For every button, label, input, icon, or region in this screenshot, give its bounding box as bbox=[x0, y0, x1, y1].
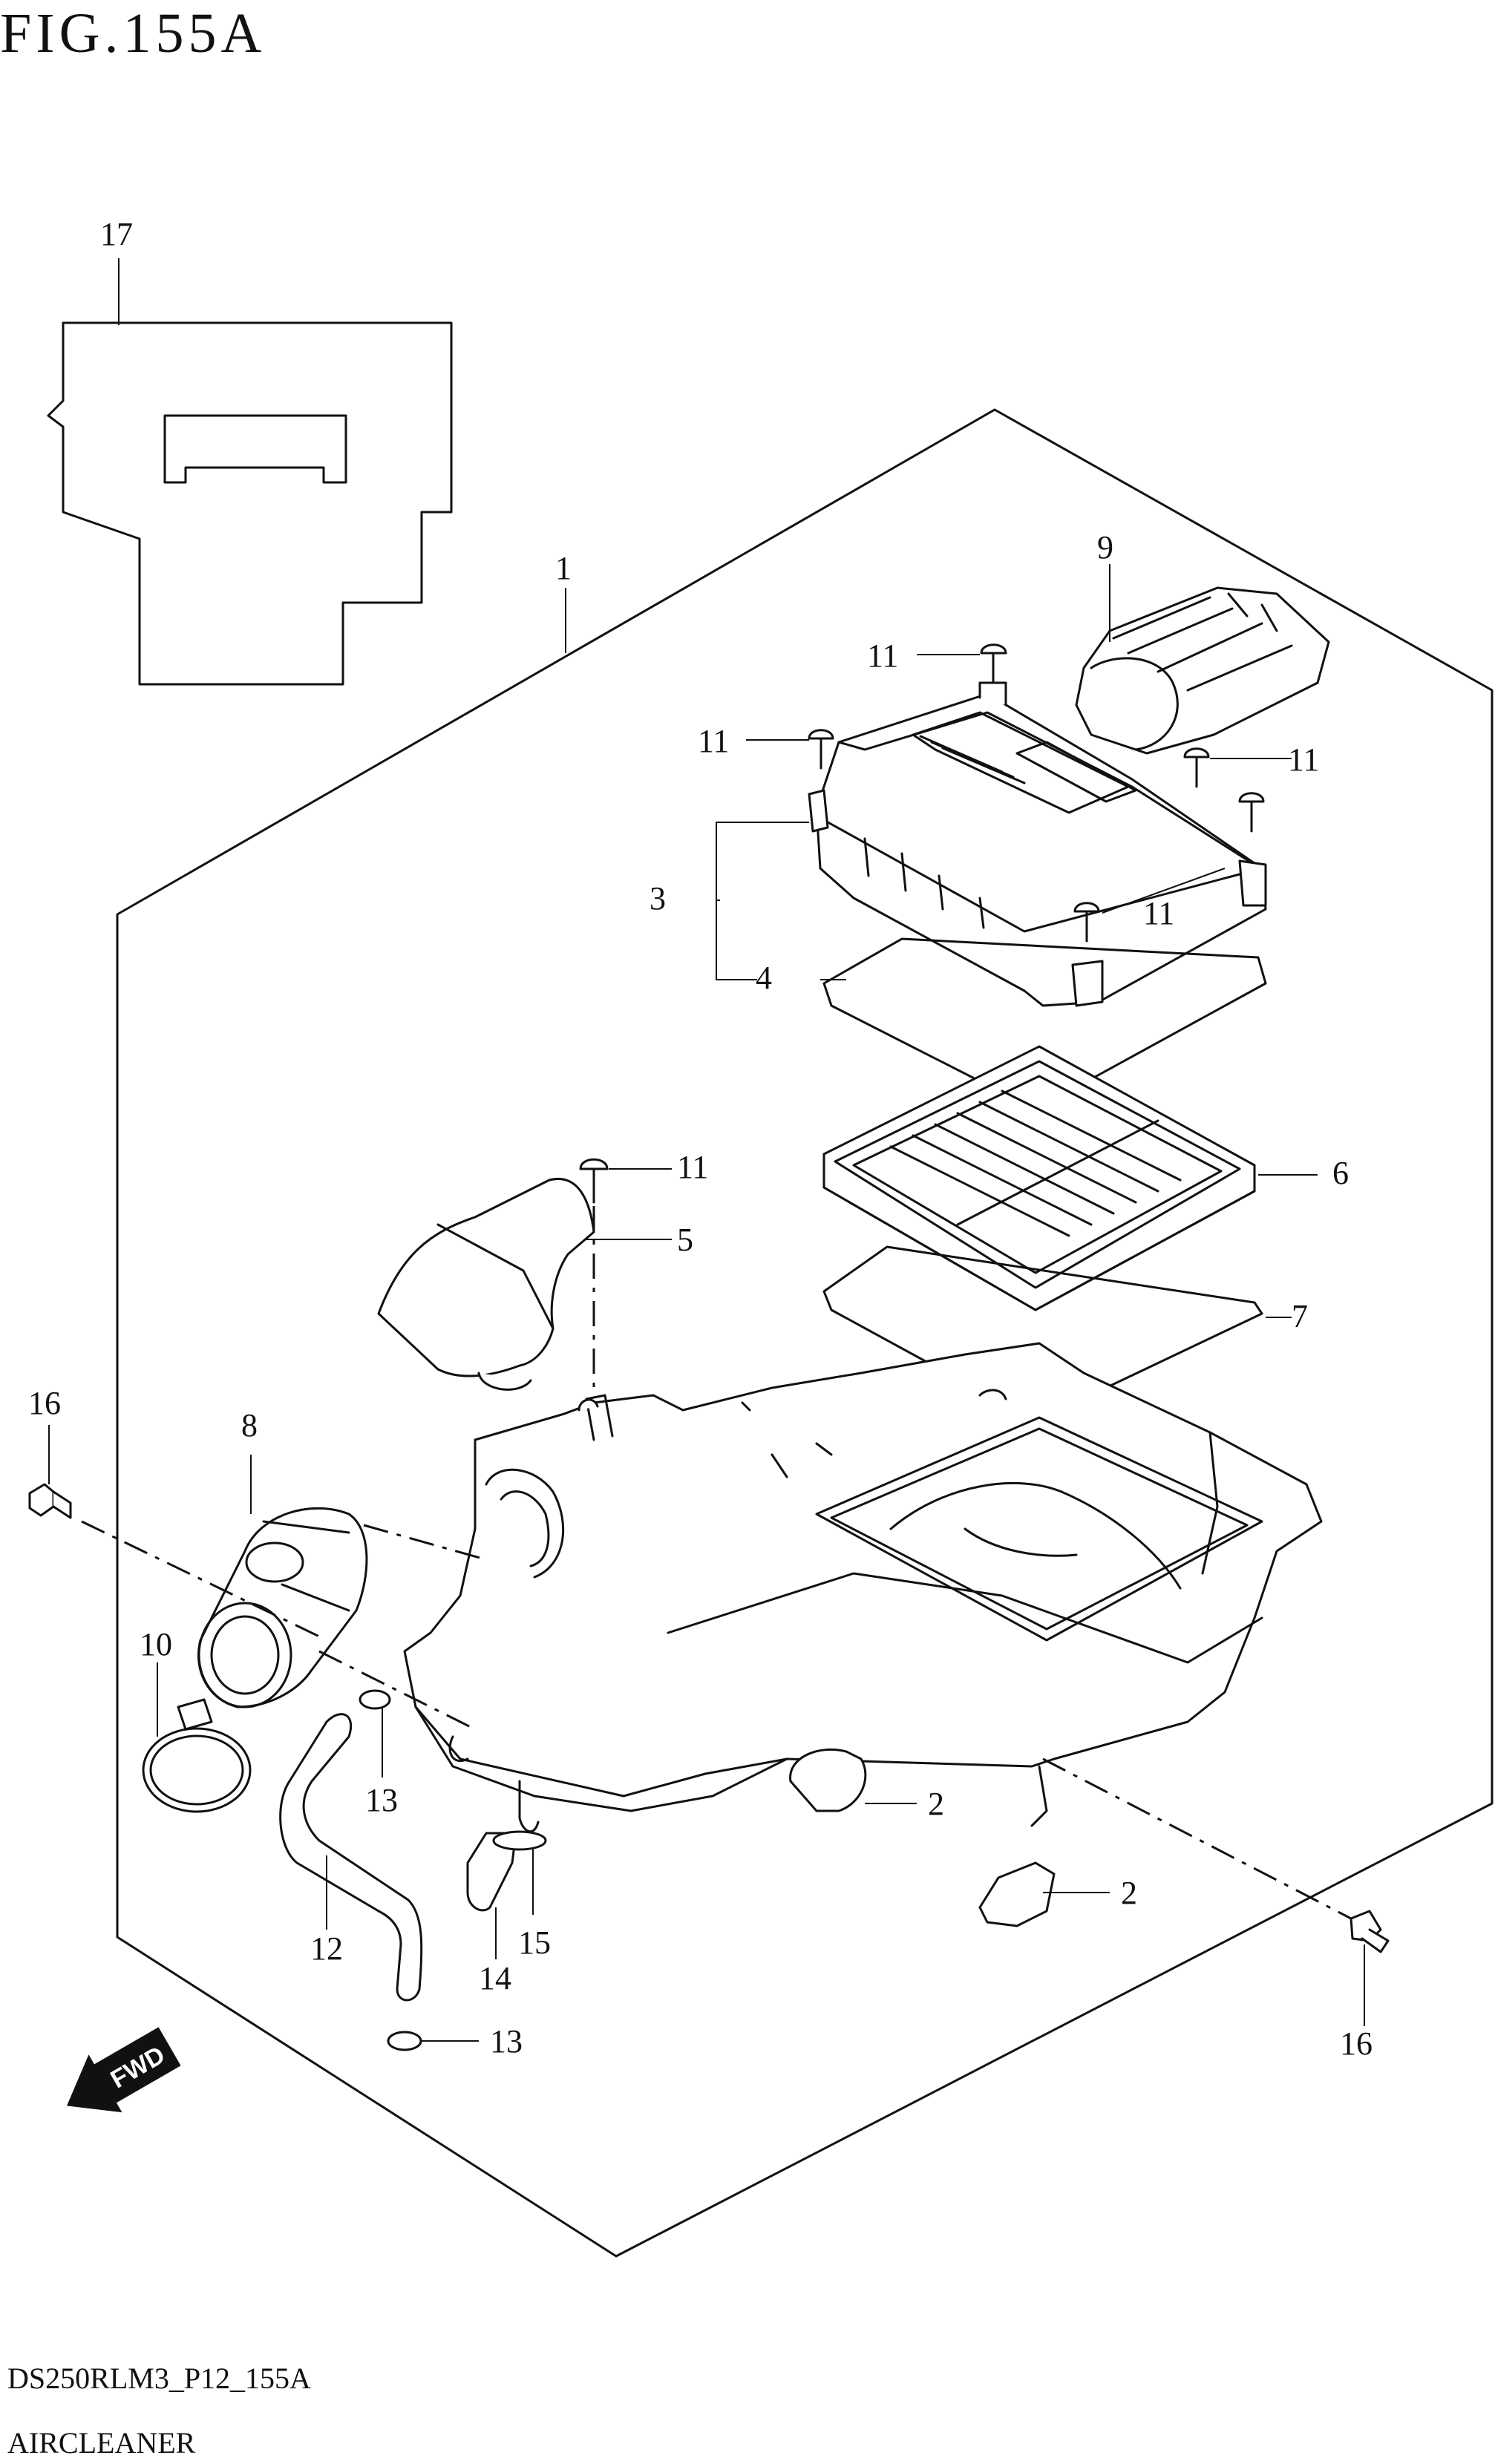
callout-5: 5 bbox=[677, 1222, 693, 1258]
callout-4: 4 bbox=[756, 960, 772, 996]
part-13-clip-2 bbox=[387, 2031, 422, 2051]
figure-title: FIG.155A bbox=[0, 2, 266, 65]
part-5-inlet-cover bbox=[377, 1178, 595, 1391]
part-11-screw-4 bbox=[1238, 792, 1265, 833]
callout-11d: 11 bbox=[1143, 895, 1174, 931]
part-6-filter-element bbox=[822, 1045, 1256, 1311]
callout-11b: 11 bbox=[698, 723, 729, 759]
part-8-intake-joint bbox=[197, 1455, 368, 1708]
part-16-bolt-1 bbox=[28, 1425, 72, 1519]
callout-2a: 2 bbox=[928, 1786, 944, 1822]
part-1-air-cleaner-case bbox=[403, 1342, 1323, 1832]
callout-17: 17 bbox=[100, 216, 133, 252]
callout-14: 14 bbox=[479, 1960, 511, 1996]
drawing-caption: AIRCLEANER bbox=[7, 2426, 196, 2460]
callout-2b: 2 bbox=[1121, 1875, 1137, 1911]
part-11-screw-5 bbox=[1073, 902, 1100, 943]
part-13-clip-1 bbox=[359, 1689, 391, 1777]
callout-7: 7 bbox=[1292, 1298, 1308, 1334]
drawing-code: DS250RLM3_P12_155A bbox=[7, 2362, 311, 2395]
leader-lines bbox=[422, 654, 1318, 2042]
callout-15: 15 bbox=[518, 1924, 551, 1961]
callout-16b: 16 bbox=[1340, 2025, 1373, 2062]
part-7-gasket bbox=[822, 1245, 1263, 1423]
part-10-clamp bbox=[142, 1662, 252, 1813]
part-11-screw-3 bbox=[1183, 747, 1210, 788]
callout-11c: 11 bbox=[1288, 741, 1319, 778]
center-lines bbox=[81, 1206, 1352, 1920]
part-2-pad-2 bbox=[978, 1861, 1056, 1927]
part-11-screw-2 bbox=[808, 729, 834, 770]
callout-13a: 13 bbox=[365, 1782, 398, 1818]
part-15-ring bbox=[492, 1830, 547, 1915]
callout-3: 3 bbox=[650, 880, 666, 917]
callout-labels: 17 1 9 11 11 11 11 3 4 11 6 5 7 16 8 10 … bbox=[28, 216, 1373, 2062]
part-12-drain-hose bbox=[279, 1713, 423, 2002]
callout-1: 1 bbox=[555, 550, 572, 586]
part-14-drain-plug bbox=[466, 1832, 517, 1959]
callout-16a: 16 bbox=[28, 1385, 61, 1421]
part-3-upper-cover bbox=[808, 681, 1267, 1007]
part-17-cover-sheet bbox=[47, 258, 453, 686]
assembly-outline bbox=[116, 408, 1494, 2258]
part-11-screw-6 bbox=[579, 1158, 609, 1204]
callout-12: 12 bbox=[310, 1930, 343, 1967]
fwd-direction-arrow: FWD bbox=[67, 2027, 181, 2113]
callout-13b: 13 bbox=[490, 2023, 523, 2060]
part-2-pad-1 bbox=[789, 1748, 867, 1812]
part-16-bolt-2 bbox=[1350, 1910, 1390, 2026]
part-9-intake-duct bbox=[1075, 564, 1330, 755]
callout-6: 6 bbox=[1332, 1155, 1349, 1191]
callout-11a: 11 bbox=[867, 638, 898, 674]
part-4-gasket bbox=[822, 937, 1267, 1111]
callout-9: 9 bbox=[1097, 529, 1113, 566]
callout-8: 8 bbox=[241, 1407, 258, 1444]
part-11-screw-1 bbox=[980, 643, 1007, 683]
callout-10: 10 bbox=[140, 1626, 172, 1662]
callout-11e: 11 bbox=[677, 1149, 708, 1185]
